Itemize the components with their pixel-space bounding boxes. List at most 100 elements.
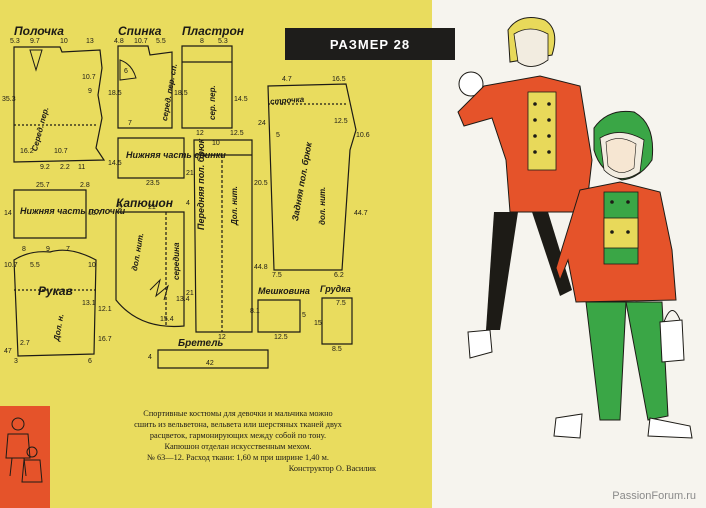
back-title: Спинка — [118, 24, 162, 38]
measure-label: 4.7 — [282, 76, 292, 83]
caption-line: Капюшон отделан искусственным мехом. — [164, 442, 312, 451]
measure-label: 13 — [86, 38, 94, 45]
measure-label: 14.5 — [234, 96, 248, 103]
measure-label: 9 — [46, 246, 50, 253]
measure-label: 9.2 — [40, 164, 50, 171]
measure-label: 10 — [212, 140, 220, 147]
pocket-title: Мешковина — [258, 286, 310, 296]
back-piece — [117, 45, 173, 129]
designer-credit: Конструктор О. Василик — [288, 464, 376, 473]
measure-label: 2.7 — [20, 340, 30, 347]
measure-label: 8 — [22, 246, 26, 253]
description-caption: Спортивные костюмы для девочки и мальчик… — [88, 408, 388, 474]
hood-title: Капюшон — [116, 196, 174, 210]
measure-label: 12.5 — [274, 334, 288, 341]
measure-label: 12.1 — [98, 306, 112, 313]
measure-label: 6 — [88, 358, 92, 365]
measure-label: 5 — [302, 312, 306, 319]
measure-label: 10.7 — [54, 148, 68, 155]
measure-label: 44.8 — [254, 264, 268, 271]
measure-label: 16.5 — [332, 76, 346, 83]
boy-figure — [457, 17, 593, 359]
measure-label: 5 — [118, 204, 122, 211]
measure-label: 25.7 — [36, 182, 50, 189]
strap-title: Бретель — [178, 338, 224, 349]
back-lower-title: Нижняя часть спинки — [126, 150, 226, 160]
measure-label: 16.2 — [20, 148, 34, 155]
measure-label: 18.5 — [174, 90, 188, 97]
measure-label: 11 — [78, 164, 86, 171]
measure-label: 42 — [206, 360, 214, 367]
measure-label: 5.5 — [156, 38, 166, 45]
measure-label: 5.3 — [218, 38, 228, 45]
front-lower-title: Нижняя часть полочки — [20, 206, 126, 216]
measure-label: 21 — [148, 204, 156, 211]
measure-label: 10 — [88, 262, 96, 269]
measure-label: 7.5 — [336, 300, 346, 307]
caption-line: № 63—12. Расход ткани: 1,60 м при ширине… — [147, 453, 329, 462]
caption-line: Спортивные костюмы для девочки и мальчик… — [143, 409, 333, 418]
caption-line: сшить из вельветона, вельвета или шерстя… — [134, 420, 342, 429]
caption-line: расцветок, гармонирующих между собой по … — [149, 431, 327, 440]
trousers-front-piece — [193, 139, 253, 333]
model-badge — [0, 406, 50, 508]
measure-label: 13.7 — [88, 210, 102, 217]
measure-label: 5.3 — [10, 38, 20, 45]
measure-label: 44.7 — [354, 210, 368, 217]
trousers-back-piece — [267, 83, 357, 271]
measure-label: 21 — [186, 170, 194, 177]
measure-label: 24 — [258, 120, 266, 127]
measure-label: 13.4 — [176, 296, 190, 303]
plastron-title: Пластрон — [182, 24, 245, 38]
measure-label: 2.8 — [80, 182, 90, 189]
chest-title: Грудка — [320, 284, 351, 294]
measure-label: 35.3 — [2, 96, 16, 103]
measure-label: 16.7 — [98, 336, 112, 343]
chest-piece — [321, 297, 353, 345]
watermark: PassionForum.ru — [612, 490, 696, 502]
measure-label: 7.5 — [272, 272, 282, 279]
measure-label: 10.7 — [134, 38, 148, 45]
measure-label: 10.7 — [4, 262, 18, 269]
measure-label: 18.5 — [108, 90, 122, 97]
plastron-piece — [181, 45, 233, 129]
hood-piece — [115, 211, 185, 328]
back-lower-piece — [117, 137, 185, 179]
measure-label: 8.5 — [332, 346, 342, 353]
measure-label: 14.5 — [108, 160, 122, 167]
measure-label: 3 — [14, 358, 18, 365]
measure-label: 23.5 — [146, 180, 160, 187]
measure-label: 4 — [186, 200, 190, 207]
measure-label: 15.4 — [160, 316, 174, 323]
measure-label: 13.1 — [82, 300, 96, 307]
measure-label: 7 — [128, 120, 132, 127]
measure-label: 10 — [60, 38, 68, 45]
silhouette-icon — [5, 417, 43, 483]
measure-label: 12.5 — [230, 130, 244, 137]
sleeve-title: Рукав — [38, 284, 73, 298]
measure-label: 21 — [186, 290, 194, 297]
front-title: Полочка — [14, 24, 64, 38]
measure-label: 10.7 — [82, 74, 96, 81]
measure-label: 2.2 — [60, 164, 70, 171]
measure-label: 6.2 — [334, 272, 344, 279]
front-piece — [13, 46, 106, 163]
measure-label: 15 — [314, 320, 322, 327]
measure-label: 12 — [196, 130, 204, 137]
measure-label: 47 — [4, 348, 12, 355]
pocket-piece — [257, 299, 301, 333]
measure-label: 4 — [148, 354, 152, 361]
measure-label: 6 — [124, 68, 128, 75]
measure-label: 7 — [66, 246, 70, 253]
measure-label: 5 — [276, 132, 280, 139]
measure-label: 20.5 — [254, 180, 268, 187]
measure-label: 8.1 — [250, 308, 260, 315]
pattern-sheet — [0, 0, 432, 508]
measure-label: 4.8 — [114, 38, 124, 45]
measure-label: 5.5 — [30, 262, 40, 269]
girl-figure — [553, 110, 693, 439]
measure-label: 14 — [4, 210, 12, 217]
measure-label: 8 — [200, 38, 204, 45]
